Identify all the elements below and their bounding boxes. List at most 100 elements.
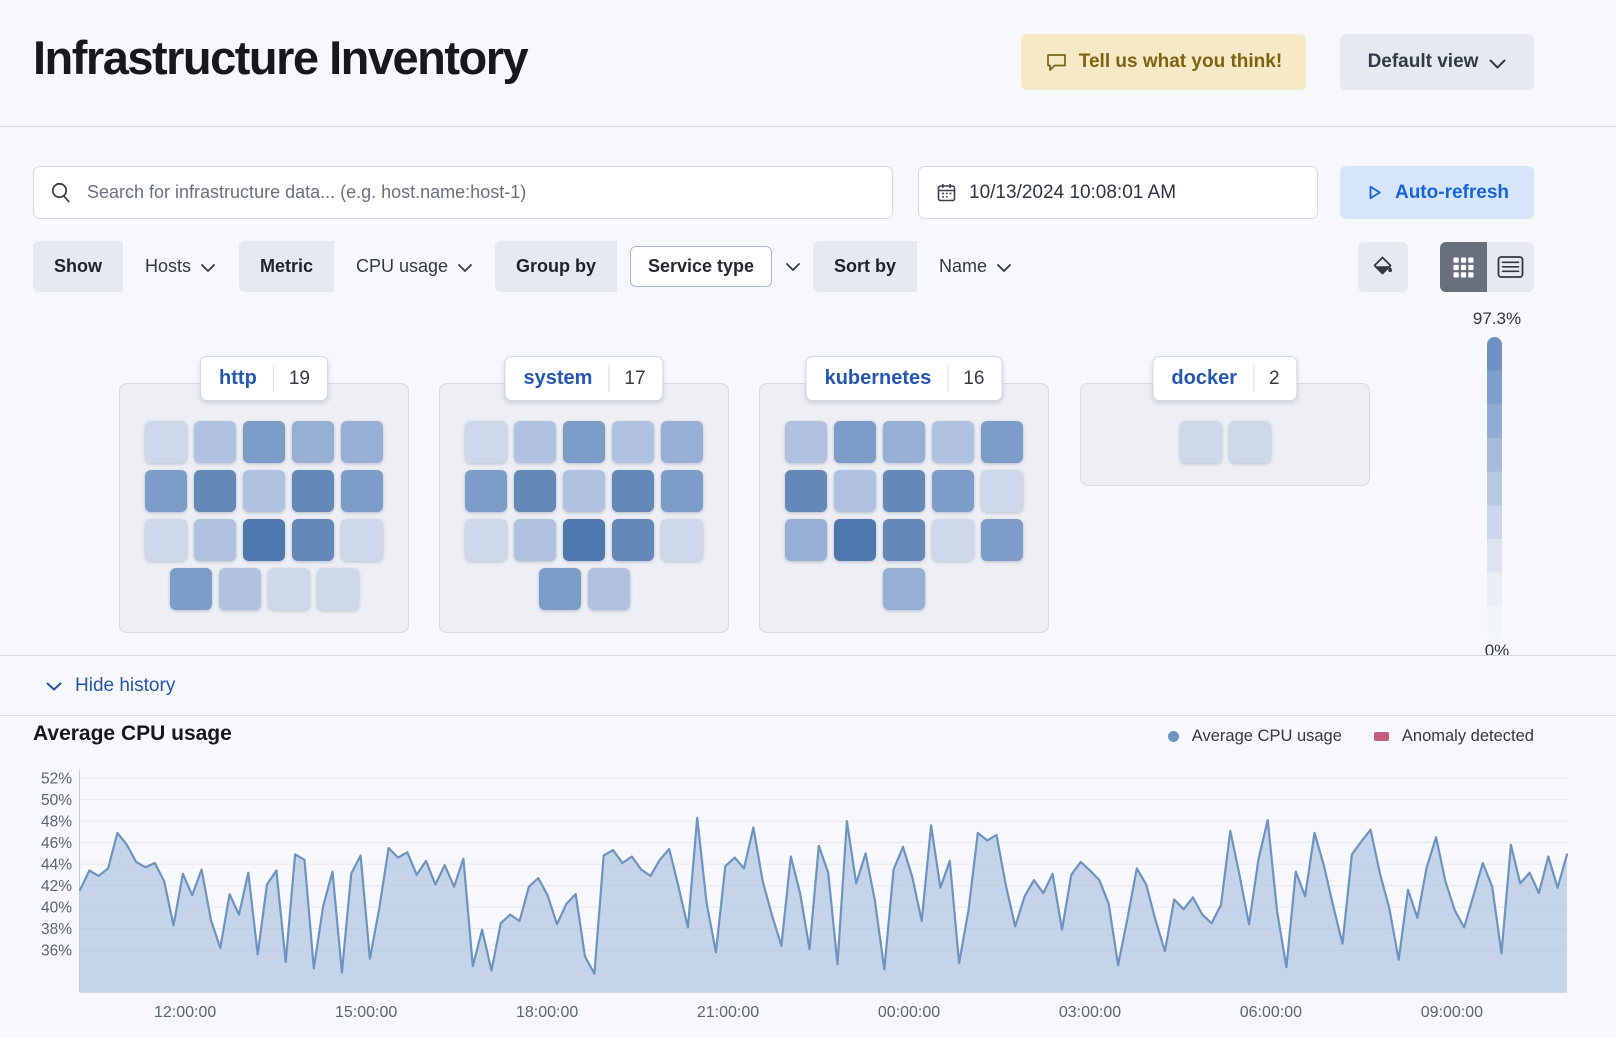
- host-cell[interactable]: [514, 470, 556, 512]
- hide-history-link[interactable]: Hide history: [46, 675, 175, 697]
- waffle-row: [120, 470, 408, 512]
- svg-text:00:00:00: 00:00:00: [878, 1004, 940, 1021]
- host-cell[interactable]: [981, 421, 1023, 463]
- svg-text:46%: 46%: [41, 835, 72, 852]
- table-list-icon: [1497, 255, 1524, 279]
- group-label: kubernetes: [824, 367, 932, 389]
- host-cell[interactable]: [465, 519, 507, 561]
- host-cell[interactable]: [612, 421, 654, 463]
- host-cell[interactable]: [932, 470, 974, 512]
- host-cell[interactable]: [587, 568, 630, 610]
- host-cell[interactable]: [145, 421, 187, 463]
- host-cell[interactable]: [883, 568, 925, 610]
- host-cell[interactable]: [194, 519, 236, 561]
- host-cell[interactable]: [267, 568, 310, 610]
- host-cell[interactable]: [341, 421, 383, 463]
- host-cell[interactable]: [218, 568, 261, 610]
- host-cell[interactable]: [834, 470, 876, 512]
- host-cell[interactable]: [661, 519, 703, 561]
- host-cell[interactable]: [292, 519, 334, 561]
- host-cell[interactable]: [538, 568, 581, 610]
- host-cell[interactable]: [194, 470, 236, 512]
- grid-view-button[interactable]: [1440, 242, 1487, 292]
- host-cell[interactable]: [612, 470, 654, 512]
- host-cell[interactable]: [981, 519, 1023, 561]
- host-cell[interactable]: [563, 421, 605, 463]
- host-cell[interactable]: [883, 470, 925, 512]
- chevron-down-icon: [201, 263, 215, 272]
- svg-text:38%: 38%: [41, 921, 72, 938]
- waffle-row: [120, 568, 408, 610]
- waffle-row: [760, 421, 1048, 463]
- feedback-button[interactable]: Tell us what you think!: [1021, 34, 1306, 90]
- host-cell[interactable]: [292, 470, 334, 512]
- host-cell[interactable]: [834, 519, 876, 561]
- auto-refresh-button[interactable]: Auto-refresh: [1340, 166, 1534, 219]
- host-cell[interactable]: [243, 421, 285, 463]
- host-cell[interactable]: [834, 421, 876, 463]
- host-cell[interactable]: [194, 421, 236, 463]
- badge-divider: [272, 365, 274, 392]
- host-cell[interactable]: [883, 519, 925, 561]
- legend-item-avg-cpu[interactable]: Average CPU usage: [1167, 727, 1342, 746]
- group-label: docker: [1171, 367, 1238, 389]
- host-cell[interactable]: [932, 519, 974, 561]
- chevron-down-icon: [46, 682, 62, 691]
- host-cell[interactable]: [563, 519, 605, 561]
- host-cell[interactable]: [612, 519, 654, 561]
- host-cell[interactable]: [316, 568, 359, 610]
- host-cell[interactable]: [169, 568, 212, 610]
- host-cell[interactable]: [514, 421, 556, 463]
- speech-bubble-icon: [1045, 52, 1068, 73]
- default-view-button[interactable]: Default view: [1340, 34, 1534, 90]
- groupby-chevron-button[interactable]: [772, 241, 814, 292]
- chart-legend: Average CPU usage Anomaly detected: [1167, 727, 1534, 746]
- show-filter-select[interactable]: Hosts: [123, 241, 231, 292]
- host-cell[interactable]: [465, 470, 507, 512]
- host-cell[interactable]: [1228, 421, 1271, 463]
- color-palette-button[interactable]: [1358, 242, 1408, 292]
- legend-item-anomaly[interactable]: Anomaly detected: [1373, 727, 1534, 746]
- host-cell[interactable]: [243, 519, 285, 561]
- svg-text:40%: 40%: [41, 900, 72, 917]
- host-cell[interactable]: [292, 421, 334, 463]
- host-cell[interactable]: [785, 421, 827, 463]
- host-cell[interactable]: [145, 470, 187, 512]
- date-picker[interactable]: 10/13/2024 10:08:01 AM: [918, 166, 1318, 219]
- host-cell[interactable]: [465, 421, 507, 463]
- sortby-filter-group: Sort by Name: [813, 241, 1027, 292]
- metric-filter-select[interactable]: CPU usage: [334, 241, 488, 292]
- host-cell[interactable]: [1179, 421, 1222, 463]
- host-cell[interactable]: [341, 470, 383, 512]
- host-cell[interactable]: [785, 470, 827, 512]
- calendar-icon: [936, 182, 957, 203]
- host-cell[interactable]: [932, 421, 974, 463]
- search-bar[interactable]: [33, 166, 893, 219]
- host-cell[interactable]: [981, 470, 1023, 512]
- table-view-button[interactable]: [1487, 242, 1534, 292]
- host-cell[interactable]: [563, 470, 605, 512]
- host-cell[interactable]: [243, 470, 285, 512]
- groupby-filter-combobox[interactable]: Service type: [630, 246, 773, 287]
- host-cell[interactable]: [341, 519, 383, 561]
- host-cell[interactable]: [145, 519, 187, 561]
- svg-text:52%: 52%: [41, 771, 72, 788]
- host-cell[interactable]: [883, 421, 925, 463]
- show-filter-label: Show: [33, 241, 123, 292]
- host-cell[interactable]: [661, 470, 703, 512]
- grid-icon: [1452, 256, 1475, 279]
- host-cell[interactable]: [514, 519, 556, 561]
- metric-filter-group: Metric CPU usage: [239, 241, 488, 292]
- host-cell[interactable]: [661, 421, 703, 463]
- group-label: system: [523, 367, 593, 389]
- search-input[interactable]: [85, 181, 876, 204]
- badge-divider: [947, 365, 949, 392]
- host-cell[interactable]: [785, 519, 827, 561]
- sortby-filter-select[interactable]: Name: [917, 241, 1027, 292]
